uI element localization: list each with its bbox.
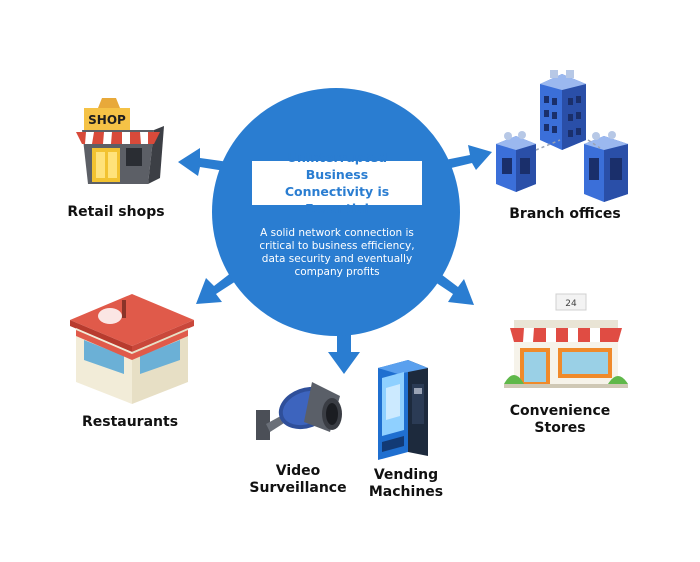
shop-sign-text: SHOP [88,113,126,127]
shop-icon: SHOP [76,98,164,184]
convenience-store-icon: 24 [504,293,628,388]
vending-machine-icon [378,360,428,460]
hub-title-box: Uninterrupted Business Connectivity is E… [252,150,422,216]
label-retail-shops: Retail shops [67,204,165,220]
store-sign-text: 24 [565,299,577,309]
label-restaurants: Restaurants [81,414,179,430]
hub-circle [212,88,460,336]
label-convenience-stores: Convenience Stores [509,403,611,436]
label-branch-offices: Branch offices [509,206,621,222]
label-vending-machines: Vending Machines [368,467,444,500]
restaurant-icon [70,294,194,404]
security-camera-icon [256,382,342,440]
office-buildings-icon [496,70,628,202]
hub-description: A solid network connection is critical t… [259,227,415,278]
hub-title: Uninterrupted Business Connectivity is E… [284,150,390,216]
arrow-to-devices [328,320,360,374]
label-video-surveillance: Video Surveillance [249,463,347,496]
